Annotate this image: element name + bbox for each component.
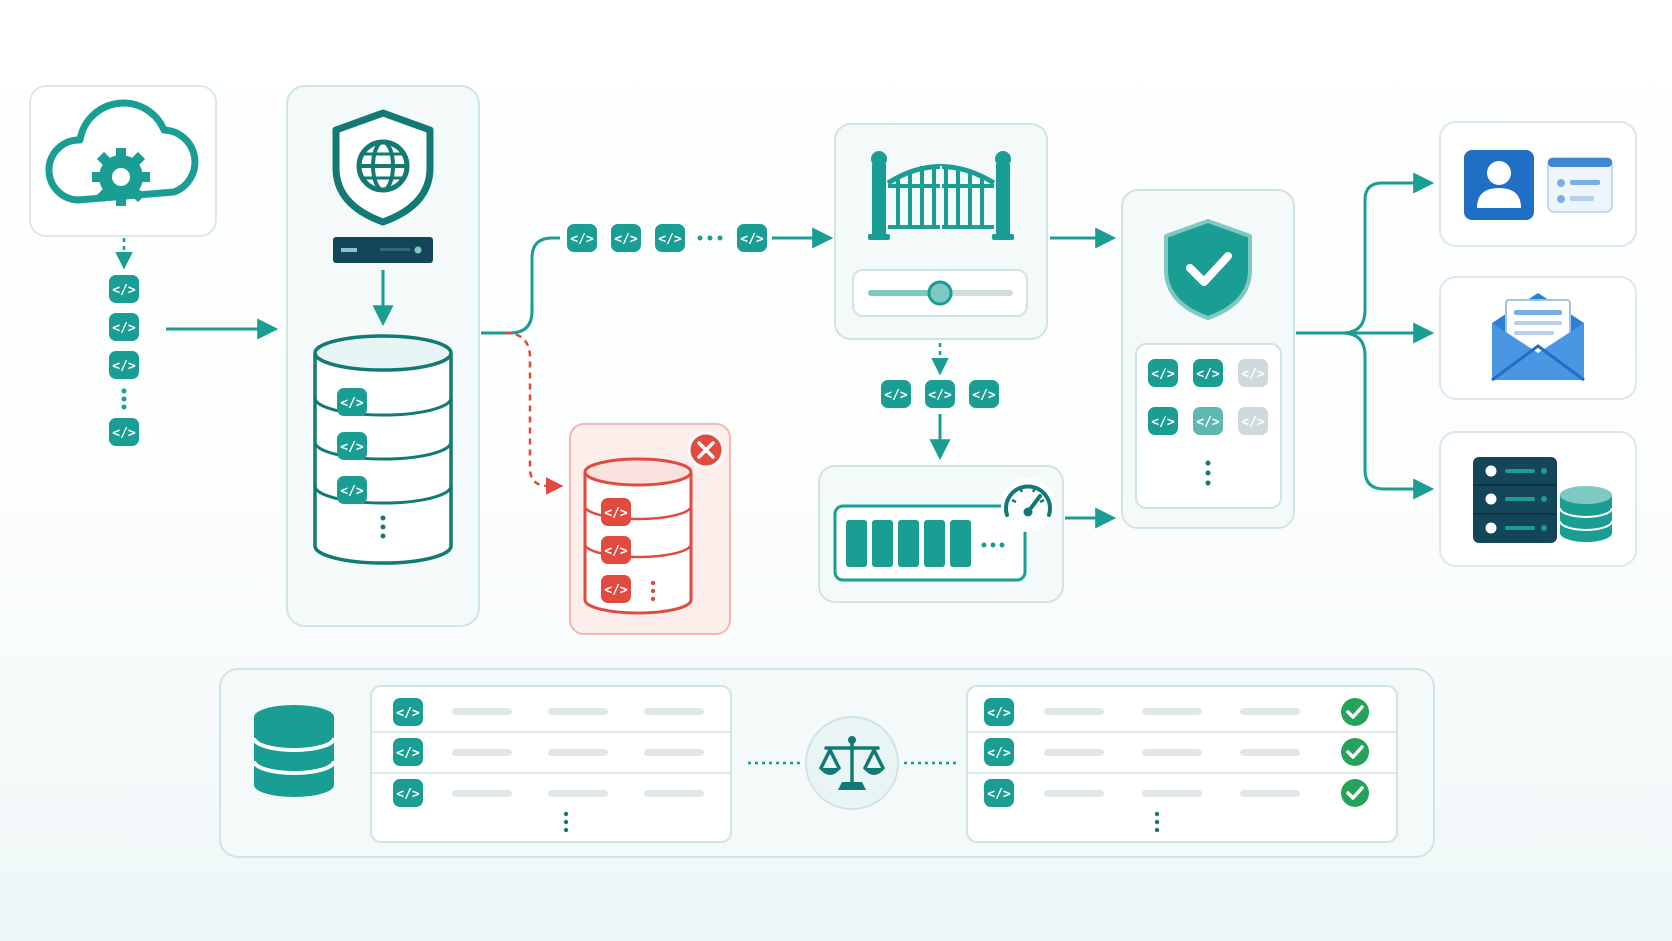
buffer-bars <box>846 520 1005 567</box>
rejected-panel <box>569 423 731 635</box>
code-chip <box>601 536 631 564</box>
more-dots <box>1205 460 1211 486</box>
code-chip <box>611 224 641 252</box>
code-chip <box>1148 359 1178 387</box>
code-chip <box>337 432 367 460</box>
code-chip <box>393 779 423 807</box>
output-user-card <box>1439 121 1637 247</box>
more-dots <box>1154 811 1160 833</box>
code-chip <box>984 779 1014 807</box>
code-chip <box>969 380 999 408</box>
email-icon <box>1491 293 1585 382</box>
more-dots <box>697 235 723 241</box>
output-email-card <box>1439 276 1637 400</box>
source-records-table <box>370 685 732 843</box>
throttled-requests <box>881 380 999 408</box>
to-storage-arrow <box>1341 331 1435 500</box>
code-chip <box>567 224 597 252</box>
server-storage-icon <box>1473 457 1557 543</box>
id-card-icon <box>1547 157 1613 213</box>
user-profile-icon <box>1464 150 1534 220</box>
check-circle-icon <box>1341 738 1369 766</box>
placeholder-cells <box>452 708 704 797</box>
more-dots <box>121 388 127 410</box>
to-user-arrow <box>1341 172 1435 335</box>
code-chip <box>601 575 631 603</box>
validator-grid <box>1148 359 1268 486</box>
queue-database-icon <box>313 334 453 565</box>
code-chip-muted <box>1238 359 1268 387</box>
validator-panel <box>1121 189 1295 529</box>
code-chip-muted <box>1238 407 1268 435</box>
slider-icon <box>852 269 1028 317</box>
code-chip <box>393 738 423 766</box>
database-icon <box>252 705 336 797</box>
shield-globe-icon <box>332 109 434 226</box>
placeholder-cells <box>1044 708 1300 797</box>
code-chip <box>881 380 911 408</box>
request-stream <box>567 224 767 252</box>
code-chip <box>109 275 139 303</box>
more-dots <box>650 580 656 602</box>
source-node <box>29 85 217 237</box>
code-chip <box>109 351 139 379</box>
code-chip <box>1148 407 1178 435</box>
code-chip <box>337 388 367 416</box>
code-chip-faded <box>1193 407 1223 435</box>
source-request-stack <box>109 275 139 446</box>
more-dots <box>380 515 386 539</box>
validated-records-table <box>966 685 1398 843</box>
code-chip <box>984 698 1014 726</box>
speedometer-icon <box>1001 478 1055 532</box>
code-chip <box>393 698 423 726</box>
code-chip <box>737 224 767 252</box>
gate-icon <box>868 151 1014 240</box>
code-chip <box>655 224 685 252</box>
cloud-gear-icon <box>45 99 199 206</box>
gate-panel <box>834 123 1048 340</box>
close-icon <box>687 431 725 469</box>
code-chip <box>925 380 955 408</box>
code-chip <box>601 498 631 526</box>
rate-buffer-panel <box>818 465 1064 603</box>
gateway-panel <box>286 85 480 627</box>
reconciliation-panel <box>219 668 1435 858</box>
server-bar-icon <box>333 237 433 263</box>
balance-scale-icon <box>805 716 899 810</box>
check-circle-icon <box>1341 779 1369 807</box>
shield-check-icon <box>1164 219 1252 320</box>
reject-branch-arrow <box>504 331 564 495</box>
code-chip <box>1193 359 1223 387</box>
code-chip <box>984 738 1014 766</box>
code-chip <box>109 313 139 341</box>
code-chip <box>337 476 367 504</box>
more-dots <box>563 811 569 833</box>
output-storage-card <box>1439 431 1637 567</box>
database-error-icon <box>583 457 693 615</box>
gateway-to-stream-line <box>481 236 560 335</box>
code-chip <box>109 418 139 446</box>
database-small-icon <box>1559 486 1613 542</box>
check-circle-icon <box>1341 698 1369 726</box>
